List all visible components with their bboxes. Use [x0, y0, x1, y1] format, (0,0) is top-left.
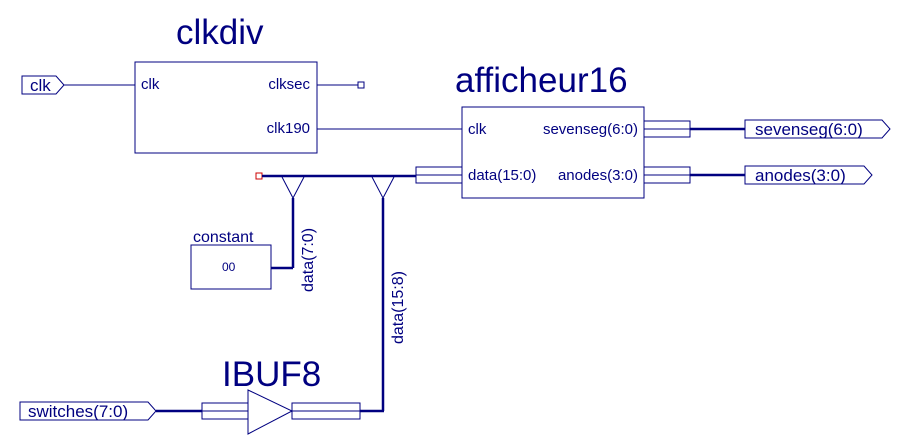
clksec-unconnected-marker: [357, 81, 365, 89]
afficheur16-box[interactable]: [461, 106, 645, 199]
constant-block[interactable]: constant 00: [190, 229, 272, 290]
anodes-output-port[interactable]: anodes(3:0): [744, 165, 873, 185]
afficheur16-pin-data: data(15:0): [468, 167, 536, 184]
data-high-net-label: data(15:8): [390, 271, 407, 344]
ibuf8-buffer-triangle[interactable]: [247, 389, 294, 435]
switches-input-port[interactable]: switches(7:0): [19, 401, 157, 421]
clkdiv-box[interactable]: [134, 61, 318, 154]
data-low-bus-ripper: [281, 176, 305, 200]
sevenseg-port-shape[interactable]: [744, 119, 891, 139]
clk-input-port[interactable]: clk: [21, 75, 65, 95]
clkdiv-title: clkdiv: [176, 13, 264, 52]
constant-box[interactable]: [190, 244, 272, 290]
afficheur16-pin-anodes: anodes(3:0): [558, 167, 638, 184]
data-high-bus-ripper: [371, 176, 395, 200]
clk-port-label: clk: [30, 76, 51, 95]
anodes-port-shape[interactable]: [744, 165, 873, 185]
afficheur16-block[interactable]: afficheur16 clk data(15:0) sevenseg(6:0)…: [455, 61, 645, 199]
clkdiv-pin-clksec: clksec: [268, 76, 310, 93]
afficheur16-pin-sevenseg: sevenseg(6:0): [543, 121, 638, 138]
sevenseg-port-label: sevenseg(6:0): [755, 120, 863, 139]
clkdiv-block[interactable]: clkdiv clk clksec clk190: [134, 13, 318, 154]
constant-value: 00: [222, 260, 236, 274]
switches-port-label: switches(7:0): [28, 402, 128, 421]
anodes-port-label: anodes(3:0): [755, 166, 846, 185]
clkdiv-pin-clk190: clk190: [267, 120, 310, 137]
data-bus-unconnected-marker: [255, 172, 263, 180]
afficheur16-pin-clk: clk: [468, 121, 487, 138]
ibuf8-title: IBUF8: [222, 355, 321, 394]
clk-port-shape[interactable]: [21, 75, 65, 95]
data-low-net-label: data(7:0): [300, 228, 317, 292]
sevenseg-output-port[interactable]: sevenseg(6:0): [744, 119, 891, 139]
afficheur16-title: afficheur16: [455, 61, 628, 100]
constant-title: constant: [193, 229, 254, 246]
clkdiv-pin-clk: clk: [141, 76, 160, 93]
switches-port-shape[interactable]: [19, 401, 157, 421]
